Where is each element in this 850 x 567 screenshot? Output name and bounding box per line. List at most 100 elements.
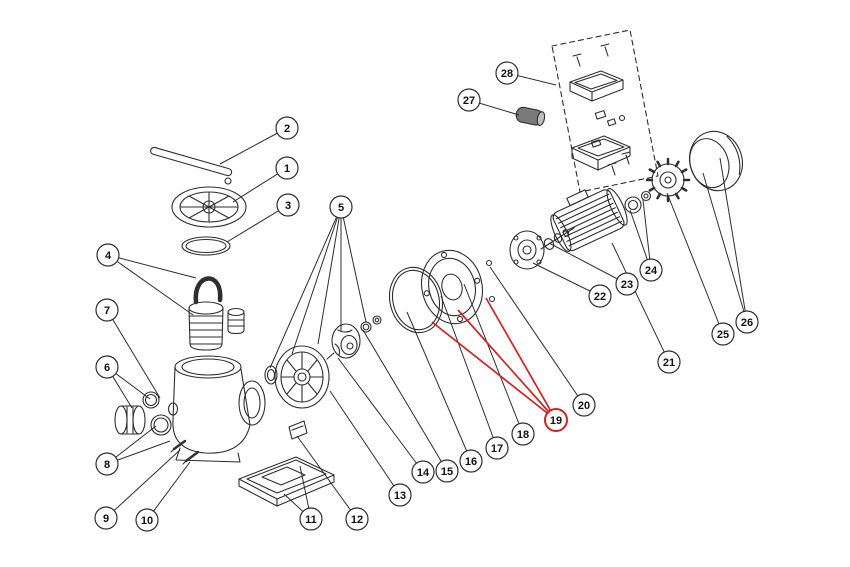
- part-clamp: [193, 276, 223, 305]
- callout-label-24: 24: [645, 265, 658, 277]
- callout-label-23: 23: [621, 279, 633, 291]
- callout-18[interactable]: 18: [511, 422, 535, 446]
- leader-line-5-2: [317, 206, 342, 345]
- callout-circle-13: [388, 483, 412, 507]
- callout-circle-5: [329, 195, 353, 219]
- part-lid-oring: [181, 236, 231, 256]
- part-fan: [645, 157, 691, 203]
- callout-7[interactable]: 7: [95, 298, 119, 322]
- terminal-box-small-parts: [594, 110, 626, 127]
- callout-circle-10: [135, 508, 159, 532]
- part-adapter-cylinder: [227, 307, 245, 335]
- leader-line-4-0: [107, 254, 197, 279]
- callout-label-14: 14: [417, 467, 430, 479]
- part-pump-lid: [171, 186, 247, 228]
- part-small-ring: [167, 402, 179, 416]
- callout-circle-12: [345, 507, 369, 531]
- callout-label-13: 13: [394, 490, 406, 502]
- callout-label-9: 9: [103, 513, 109, 525]
- leader-line-5-0: [269, 206, 342, 369]
- callout-24[interactable]: 24: [639, 258, 663, 282]
- callout-circle-19: [544, 408, 568, 432]
- leader-line-16-0: [406, 311, 472, 462]
- callout-circle-11: [299, 507, 323, 531]
- callout-label-26: 26: [741, 317, 753, 329]
- callout-circle-2: [275, 116, 299, 140]
- callout-label-21: 21: [663, 357, 675, 369]
- callout-label-20: 20: [578, 400, 590, 412]
- callout-13[interactable]: 13: [388, 483, 412, 507]
- callout-16[interactable]: 16: [459, 449, 483, 473]
- callout-23[interactable]: 23: [615, 272, 639, 296]
- callout-label-6: 6: [104, 362, 110, 374]
- callout-28[interactable]: 28: [495, 61, 519, 85]
- callout-1[interactable]: 1: [275, 156, 299, 180]
- callout-27[interactable]: 27: [457, 88, 481, 112]
- callout-8[interactable]: 8: [95, 452, 119, 476]
- part-motor: [550, 188, 628, 252]
- callout-label-22: 22: [594, 291, 606, 303]
- callout-20[interactable]: 20: [572, 393, 596, 417]
- callout-circle-26: [735, 310, 759, 334]
- callout-5[interactable]: 5: [329, 195, 353, 219]
- callout-12[interactable]: 12: [345, 507, 369, 531]
- part-seal-plate: [420, 249, 484, 325]
- callout-9[interactable]: 9: [94, 506, 118, 530]
- callout-3[interactable]: 3: [276, 193, 300, 217]
- callout-label-2: 2: [284, 123, 290, 135]
- terminal-box-dashed-boundary: [551, 29, 659, 193]
- part-union-nut: [114, 405, 146, 435]
- callout-label-3: 3: [285, 200, 291, 212]
- leader-line-22-0: [532, 262, 601, 297]
- leader-line-12-0: [296, 435, 358, 520]
- parts-layer: [114, 29, 743, 507]
- part-housing-screws: [170, 439, 200, 465]
- part-lid-wrench-handle: [150, 146, 233, 185]
- callout-15[interactable]: 15: [435, 459, 459, 483]
- callout-2[interactable]: 2: [275, 116, 299, 140]
- callout-circle-4: [96, 243, 120, 267]
- part-base-plate: [238, 456, 335, 507]
- callout-circle-18: [511, 422, 535, 446]
- part-bearing: [624, 190, 652, 214]
- callout-26[interactable]: 26: [735, 310, 759, 334]
- part-strainer-basket: [188, 301, 224, 351]
- part-union-oring: [142, 391, 160, 409]
- callout-11[interactable]: 11: [299, 507, 323, 531]
- leader-line-14-0: [337, 357, 424, 473]
- callout-6[interactable]: 6: [95, 355, 119, 379]
- callout-circle-8: [95, 452, 119, 476]
- callout-circle-22: [588, 284, 612, 308]
- callout-label-7: 7: [104, 305, 110, 317]
- leader-line-15-0: [362, 329, 448, 472]
- callout-label-1: 1: [284, 163, 290, 175]
- callout-10[interactable]: 10: [135, 508, 159, 532]
- callout-25[interactable]: 25: [711, 322, 735, 346]
- callout-17[interactable]: 17: [485, 436, 509, 460]
- leader-line-26-1: [719, 157, 748, 323]
- callout-22[interactable]: 22: [588, 284, 612, 308]
- leader-line-19-1: [457, 309, 557, 421]
- callout-21[interactable]: 21: [657, 350, 681, 374]
- callout-label-10: 10: [141, 515, 153, 527]
- part-housing-oring: [388, 266, 444, 334]
- leader-line-5-1: [291, 206, 342, 355]
- leader-line-20-0: [489, 266, 585, 406]
- callout-circle-17: [485, 436, 509, 460]
- part-drain-plug: [288, 420, 308, 440]
- callout-label-15: 15: [441, 466, 453, 478]
- leader-line-4-1: [107, 254, 194, 316]
- callout-circle-27: [457, 88, 481, 112]
- callout-circle-3: [276, 193, 300, 217]
- part-terminal-box-group: [551, 29, 659, 193]
- part-motor-flange: [509, 230, 545, 270]
- callout-14[interactable]: 14: [411, 460, 435, 484]
- callout-4[interactable]: 4: [96, 243, 120, 267]
- callout-circle-16: [459, 449, 483, 473]
- leader-line-24-1: [642, 199, 652, 271]
- part-impeller: [326, 323, 361, 360]
- leader-line-19-2: [485, 297, 557, 421]
- callout-19[interactable]: 19: [544, 408, 568, 432]
